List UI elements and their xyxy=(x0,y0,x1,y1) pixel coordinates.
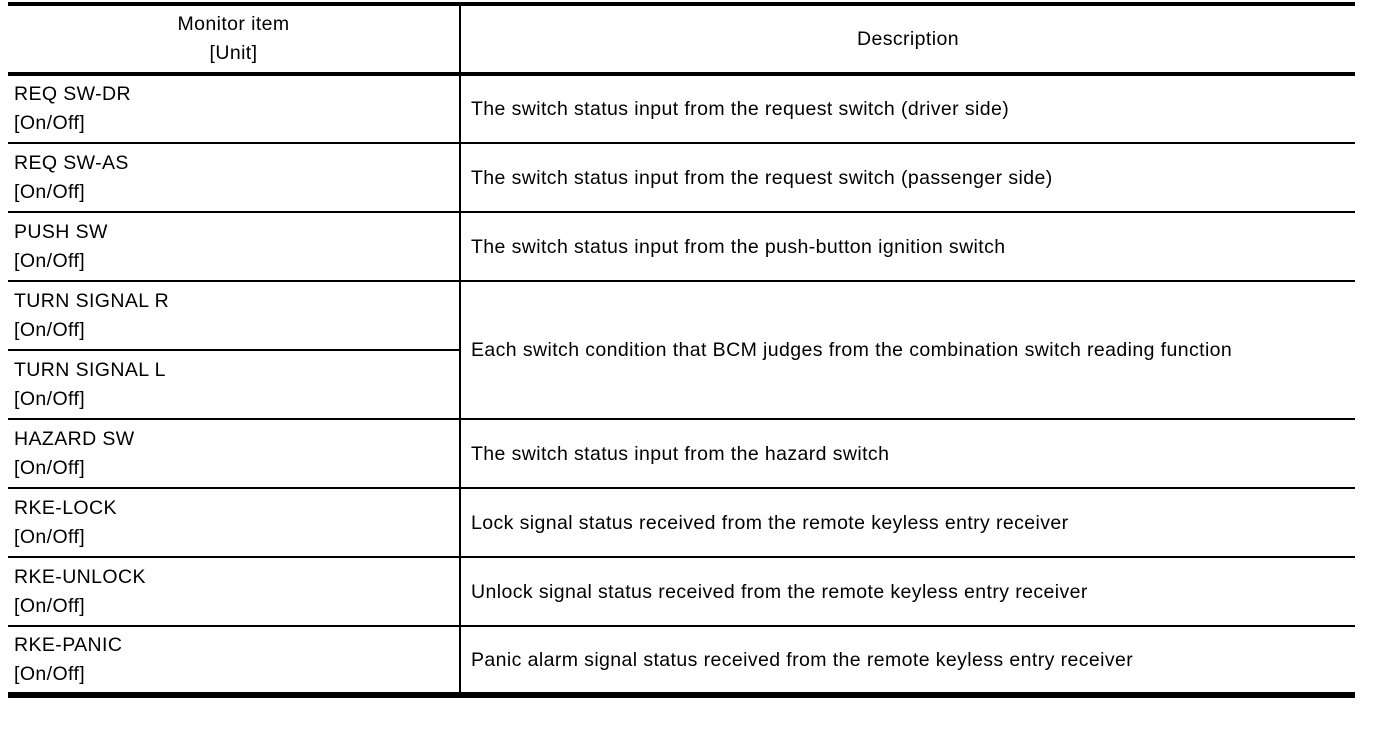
monitor-item-name: HAZARD SW xyxy=(14,427,135,450)
table-row: HAZARD SW [On/Off] The switch status inp… xyxy=(8,418,1355,488)
monitor-item-cell: RKE-UNLOCK [On/Off] xyxy=(8,556,461,626)
description-cell: The switch status input from the request… xyxy=(460,73,1355,143)
monitor-item-unit: [On/Off] xyxy=(14,594,86,617)
monitor-item-header-label: Monitor item xyxy=(177,13,290,35)
monitor-item-unit: [On/Off] xyxy=(14,180,86,203)
monitor-item-name: REQ SW-DR xyxy=(14,83,131,105)
monitor-item-unit: [On/Off] xyxy=(14,387,86,410)
table-row: TURN SIGNAL R [On/Off] Each switch condi… xyxy=(8,280,1355,419)
monitor-item-unit: [On/Off] xyxy=(14,456,86,479)
monitor-item-name: TURN SIGNAL R xyxy=(14,289,170,312)
monitor-item-unit: [On/Off] xyxy=(14,249,86,272)
table-row: TURN SIGNAL L [On/Off] xyxy=(8,349,1355,419)
table-row: REQ SW-AS [On/Off] The switch status inp… xyxy=(8,142,1355,212)
table-row: RKE-PANIC [On/Off] Panic alarm signal st… xyxy=(8,625,1355,695)
description-cell: The switch status input from the push-bu… xyxy=(460,211,1355,281)
table-row: PUSH SW [On/Off] The switch status input… xyxy=(8,211,1355,281)
table-header: Monitor item [Unit] Description xyxy=(8,4,1355,76)
description-cell: Panic alarm signal status received from … xyxy=(460,625,1355,695)
description-cell: The switch status input from the hazard … xyxy=(460,418,1355,488)
monitor-item-name: PUSH SW xyxy=(14,220,108,243)
description-cell: Lock signal status received from the rem… xyxy=(460,487,1355,557)
unit-header-label: [Unit] xyxy=(209,42,258,64)
monitor-item-cell: REQ SW-DR [On/Off] xyxy=(8,73,461,143)
monitor-item-name: REQ SW-AS xyxy=(14,151,129,174)
description-header-label: Description xyxy=(857,27,959,50)
monitor-item-cell: TURN SIGNAL R [On/Off] xyxy=(8,280,461,350)
monitor-item-unit: [On/Off] xyxy=(14,112,86,134)
monitor-item-name: RKE-UNLOCK xyxy=(14,565,146,588)
monitor-item-column-header: Monitor item [Unit] xyxy=(8,4,461,76)
monitor-item-name: TURN SIGNAL L xyxy=(14,358,166,381)
monitor-item-cell: RKE-LOCK [On/Off] xyxy=(8,487,461,557)
monitor-item-cell: RKE-PANIC [On/Off] xyxy=(8,625,461,695)
monitor-item-unit: [On/Off] xyxy=(14,318,86,341)
description-cell: Unlock signal status received from the r… xyxy=(460,556,1355,626)
monitor-item-unit: [On/Off] xyxy=(14,662,86,685)
table-row: RKE-UNLOCK [On/Off] Unlock signal status… xyxy=(8,556,1355,626)
table-body: REQ SW-DR [On/Off] The switch status inp… xyxy=(8,73,1355,695)
table-row: RKE-LOCK [On/Off] Lock signal status rec… xyxy=(8,487,1355,557)
table-row: REQ SW-DR [On/Off] The switch status inp… xyxy=(8,73,1355,143)
description-column-header: Description xyxy=(460,4,1355,76)
monitor-item-cell: REQ SW-AS [On/Off] xyxy=(8,142,461,212)
monitor-item-cell: PUSH SW [On/Off] xyxy=(8,211,461,281)
monitor-item-name: RKE-PANIC xyxy=(14,633,123,656)
monitor-item-unit: [On/Off] xyxy=(14,525,86,548)
description-cell: The switch status input from the request… xyxy=(460,142,1355,212)
header-row: Monitor item [Unit] Description xyxy=(8,4,1355,76)
monitor-item-table: Monitor item [Unit] Description REQ SW-D… xyxy=(8,2,1355,698)
description-cell-merged: Each switch condition that BCM judges fr… xyxy=(460,280,1355,419)
monitor-item-name: RKE-LOCK xyxy=(14,496,117,519)
monitor-item-cell: HAZARD SW [On/Off] xyxy=(8,418,461,488)
monitor-item-cell: TURN SIGNAL L [On/Off] xyxy=(8,349,461,419)
